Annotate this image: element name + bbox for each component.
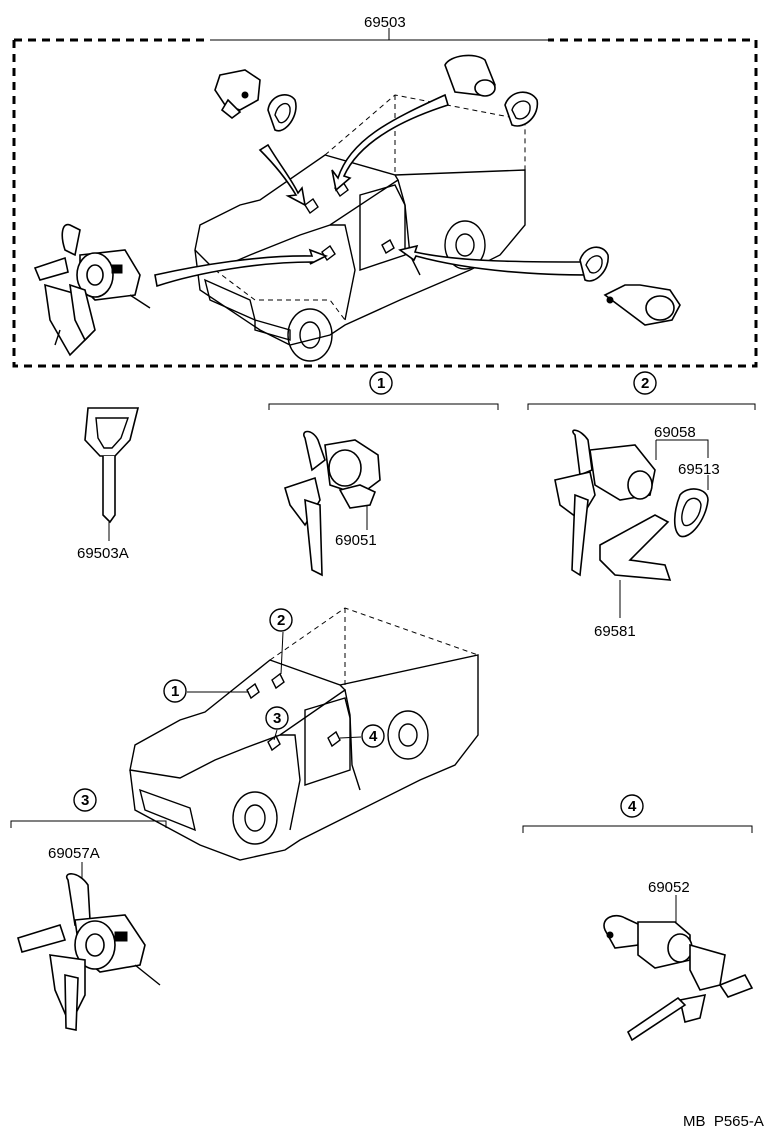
footer-code: MB P565-A [683, 1113, 764, 1130]
circle-label-3: 3 [81, 792, 89, 809]
glove-box-lock-assembly [284, 430, 381, 577]
group-2-part-label-c: 69581 [594, 623, 636, 640]
group-2-header [527, 371, 756, 410]
map-label-4: 4 [369, 728, 378, 745]
door-lock-assembly [603, 895, 754, 1042]
arrows [154, 93, 593, 288]
group-2-part-label-a: 69058 [654, 424, 696, 441]
map-label-2: 2 [277, 612, 285, 629]
group-2-part-label-b: 69513 [678, 461, 720, 478]
truck-top-illustration [194, 94, 526, 362]
key-part-label: 69503A [77, 545, 129, 562]
map-circle-3 [265, 706, 289, 730]
map-label-1: 1 [171, 683, 179, 700]
key-69503A [84, 407, 140, 541]
assembly-frame [12, 28, 758, 368]
back-door-lock-top [444, 54, 539, 127]
door-lock-top-right [579, 246, 681, 326]
group-4-header [522, 794, 753, 833]
group-3-header [10, 788, 167, 828]
map-circle-2 [269, 608, 293, 632]
truck-location-illustration [129, 607, 479, 861]
group-4-part-label: 69052 [648, 879, 690, 896]
glove-box-lock-top [214, 69, 297, 132]
ignition-lock-top [33, 223, 151, 357]
group-1-header [268, 371, 499, 410]
circle-label-4: 4 [628, 798, 637, 815]
ignition-lock-assembly [17, 862, 161, 1031]
circle-label-2: 2 [641, 375, 649, 392]
back-door-lock-assembly [554, 429, 709, 618]
assembly-number-label: 69503 [364, 14, 406, 31]
group-3-part-label: 69057A [48, 845, 100, 862]
group-1-part-label: 69051 [335, 532, 377, 549]
map-circle-4 [361, 724, 385, 748]
map-circle-1 [163, 679, 187, 703]
circle-label-1: 1 [377, 375, 385, 392]
map-label-3: 3 [273, 710, 281, 727]
